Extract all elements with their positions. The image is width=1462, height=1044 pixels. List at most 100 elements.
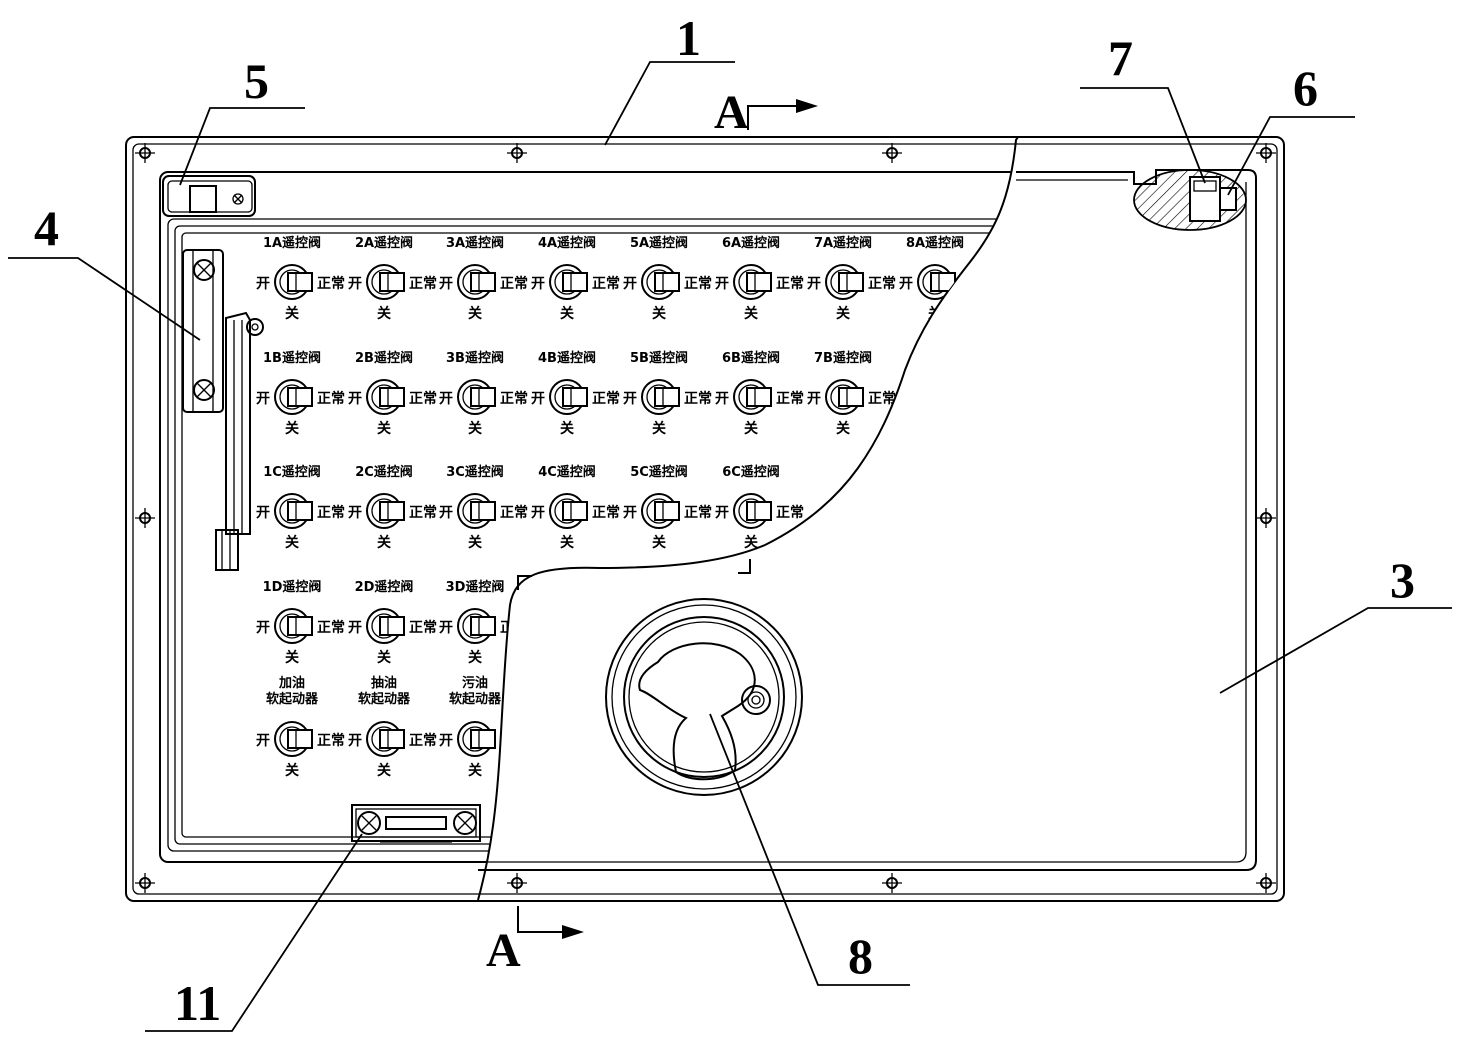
mounting-hole xyxy=(1256,508,1276,528)
switch-close-label: 关 xyxy=(744,420,758,437)
lock-block xyxy=(163,176,255,216)
ref-6: 6 xyxy=(1293,60,1318,116)
switch-normal-label: 正常 xyxy=(317,390,345,407)
switch-normal-label: 正常 xyxy=(500,504,528,521)
switch-label: 抽油 xyxy=(371,675,397,691)
switch-open-label: 开 xyxy=(807,276,821,292)
switch-close-label: 关 xyxy=(744,534,758,551)
ref-1: 1 xyxy=(676,10,701,66)
mounting-hole xyxy=(507,873,527,893)
switch-open-label: 开 xyxy=(256,391,270,407)
switch-label: 3D遥控阀 xyxy=(446,579,505,595)
switch-open-label: 开 xyxy=(256,620,270,636)
switch-open-label: 开 xyxy=(348,505,362,521)
toggle-switch: 1D遥控阀开正常关 xyxy=(256,579,345,666)
switch-open-label: 开 xyxy=(348,733,362,749)
switch-close-label: 关 xyxy=(377,305,391,322)
switch-open-label: 开 xyxy=(715,505,729,521)
ref-5: 5 xyxy=(244,53,269,109)
switch-label: 5A遥控阀 xyxy=(630,235,688,251)
switch-normal-label: 正常 xyxy=(684,390,712,407)
switch-label: 4C遥控阀 xyxy=(538,464,596,480)
switch-close-label: 关 xyxy=(468,649,482,666)
switch-close-label: 关 xyxy=(744,305,758,322)
mounting-hole xyxy=(1256,873,1276,893)
recessed-handle xyxy=(606,599,802,795)
switch-label: 7A遥控阀 xyxy=(814,235,872,251)
mounting-hole xyxy=(882,143,902,163)
toggle-switch: 2C遥控阀开正常关 xyxy=(348,464,437,551)
switch-normal-label: 正常 xyxy=(409,390,437,407)
mounting-hole xyxy=(135,508,155,528)
switch-label: 1A遥控阀 xyxy=(263,235,321,251)
switch-normal-label: 正常 xyxy=(868,275,896,292)
toggle-switch: 5C遥控阀开正常关 xyxy=(623,464,712,551)
ref-4: 4 xyxy=(34,200,59,256)
switch-label: 7B遥控阀 xyxy=(814,350,872,366)
switch-close-label: 关 xyxy=(285,420,299,437)
switch-close-label: 关 xyxy=(468,305,482,322)
switch-normal-label: 正常 xyxy=(317,275,345,292)
toggle-switch: 1C遥控阀开正常关 xyxy=(256,464,345,551)
switch-normal-label: 正常 xyxy=(409,275,437,292)
toggle-switch: 1B遥控阀开 正常关 xyxy=(256,350,345,437)
toggle-switch: 8A遥控阀开正常关 xyxy=(899,235,988,322)
switch-label: 污油 xyxy=(462,675,488,691)
switch-close-label: 关 xyxy=(377,762,391,779)
switch-label: 4A遥控阀 xyxy=(538,235,596,251)
switch-label: 6A遥控阀 xyxy=(722,235,780,251)
switch-open-label: 开 xyxy=(623,391,637,407)
switch-close-label: 关 xyxy=(652,420,666,437)
hinge-assembly xyxy=(183,250,263,570)
switch-label: 1B遥控阀 xyxy=(263,350,321,366)
switch-close-label: 关 xyxy=(377,420,391,437)
ref-7: 7 xyxy=(1108,30,1133,86)
toggle-switch: 污油软起动器开正常关 xyxy=(439,675,528,779)
switch-label: 加油 xyxy=(278,675,305,691)
switch-label: 软起动器 xyxy=(266,691,319,707)
switch-close-label: 关 xyxy=(285,534,299,551)
switch-open-label: 开 xyxy=(807,391,821,407)
switch-normal-label: 正常 xyxy=(409,619,437,636)
toggle-switch: 加油软起动器开正常关 xyxy=(256,675,345,779)
mounting-hole xyxy=(507,143,527,163)
switch-close-label: 关 xyxy=(560,420,574,437)
switch-normal-label: 正常 xyxy=(776,275,804,292)
switch-label: 2D遥控阀 xyxy=(355,579,414,595)
toggle-switch: 1A遥控阀开正常关 xyxy=(256,235,345,322)
ref-3: 3 xyxy=(1390,552,1415,608)
switch-normal-label: 正常 xyxy=(317,504,345,521)
switch-label: 软起动器 xyxy=(358,691,411,707)
switch-open-label: 开 xyxy=(256,733,270,749)
switch-open-label: 开 xyxy=(348,620,362,636)
switch-open-label: 开 xyxy=(899,276,913,292)
section-marker-top: A xyxy=(714,86,818,139)
switch-normal-label: 正常 xyxy=(317,732,345,749)
mounting-hole xyxy=(882,873,902,893)
mounting-hole xyxy=(1256,143,1276,163)
toggle-switch: 4A遥控阀开正常关 xyxy=(531,235,620,322)
switch-close-label: 关 xyxy=(468,762,482,779)
switch-normal-label: 正常 xyxy=(500,732,528,749)
switch-normal-label: 正常 xyxy=(592,504,620,521)
switch-open-label: 开 xyxy=(439,505,453,521)
switch-open-label: 开 xyxy=(715,391,729,407)
switch-close-label: 关 xyxy=(836,305,850,322)
switch-open-label: 开 xyxy=(623,505,637,521)
toggle-switch: 4C遥控阀开正常关 xyxy=(531,464,620,551)
switch-open-label: 开 xyxy=(531,505,545,521)
switch-close-label: 关 xyxy=(377,649,391,666)
switch-open-label: 开 xyxy=(439,620,453,636)
switch-label: 2C遥控阀 xyxy=(355,464,413,480)
switch-open-label: 开 xyxy=(531,276,545,292)
switch-label: 2A遥控阀 xyxy=(355,235,413,251)
switch-open-label: 开 xyxy=(623,276,637,292)
toggle-switch: 6C遥控阀开正常关 xyxy=(715,464,804,551)
toggle-switch: 7A遥控阀开 正常关 xyxy=(807,235,896,322)
switch-normal-label: 正常 xyxy=(409,732,437,749)
section-marker-bottom: A xyxy=(486,906,584,977)
switch-normal-label: 正常 xyxy=(868,390,896,407)
switch-close-label: 关 xyxy=(285,305,299,322)
switch-label: 4B遥控阀 xyxy=(538,350,596,366)
switch-label: 5B遥控阀 xyxy=(630,350,688,366)
